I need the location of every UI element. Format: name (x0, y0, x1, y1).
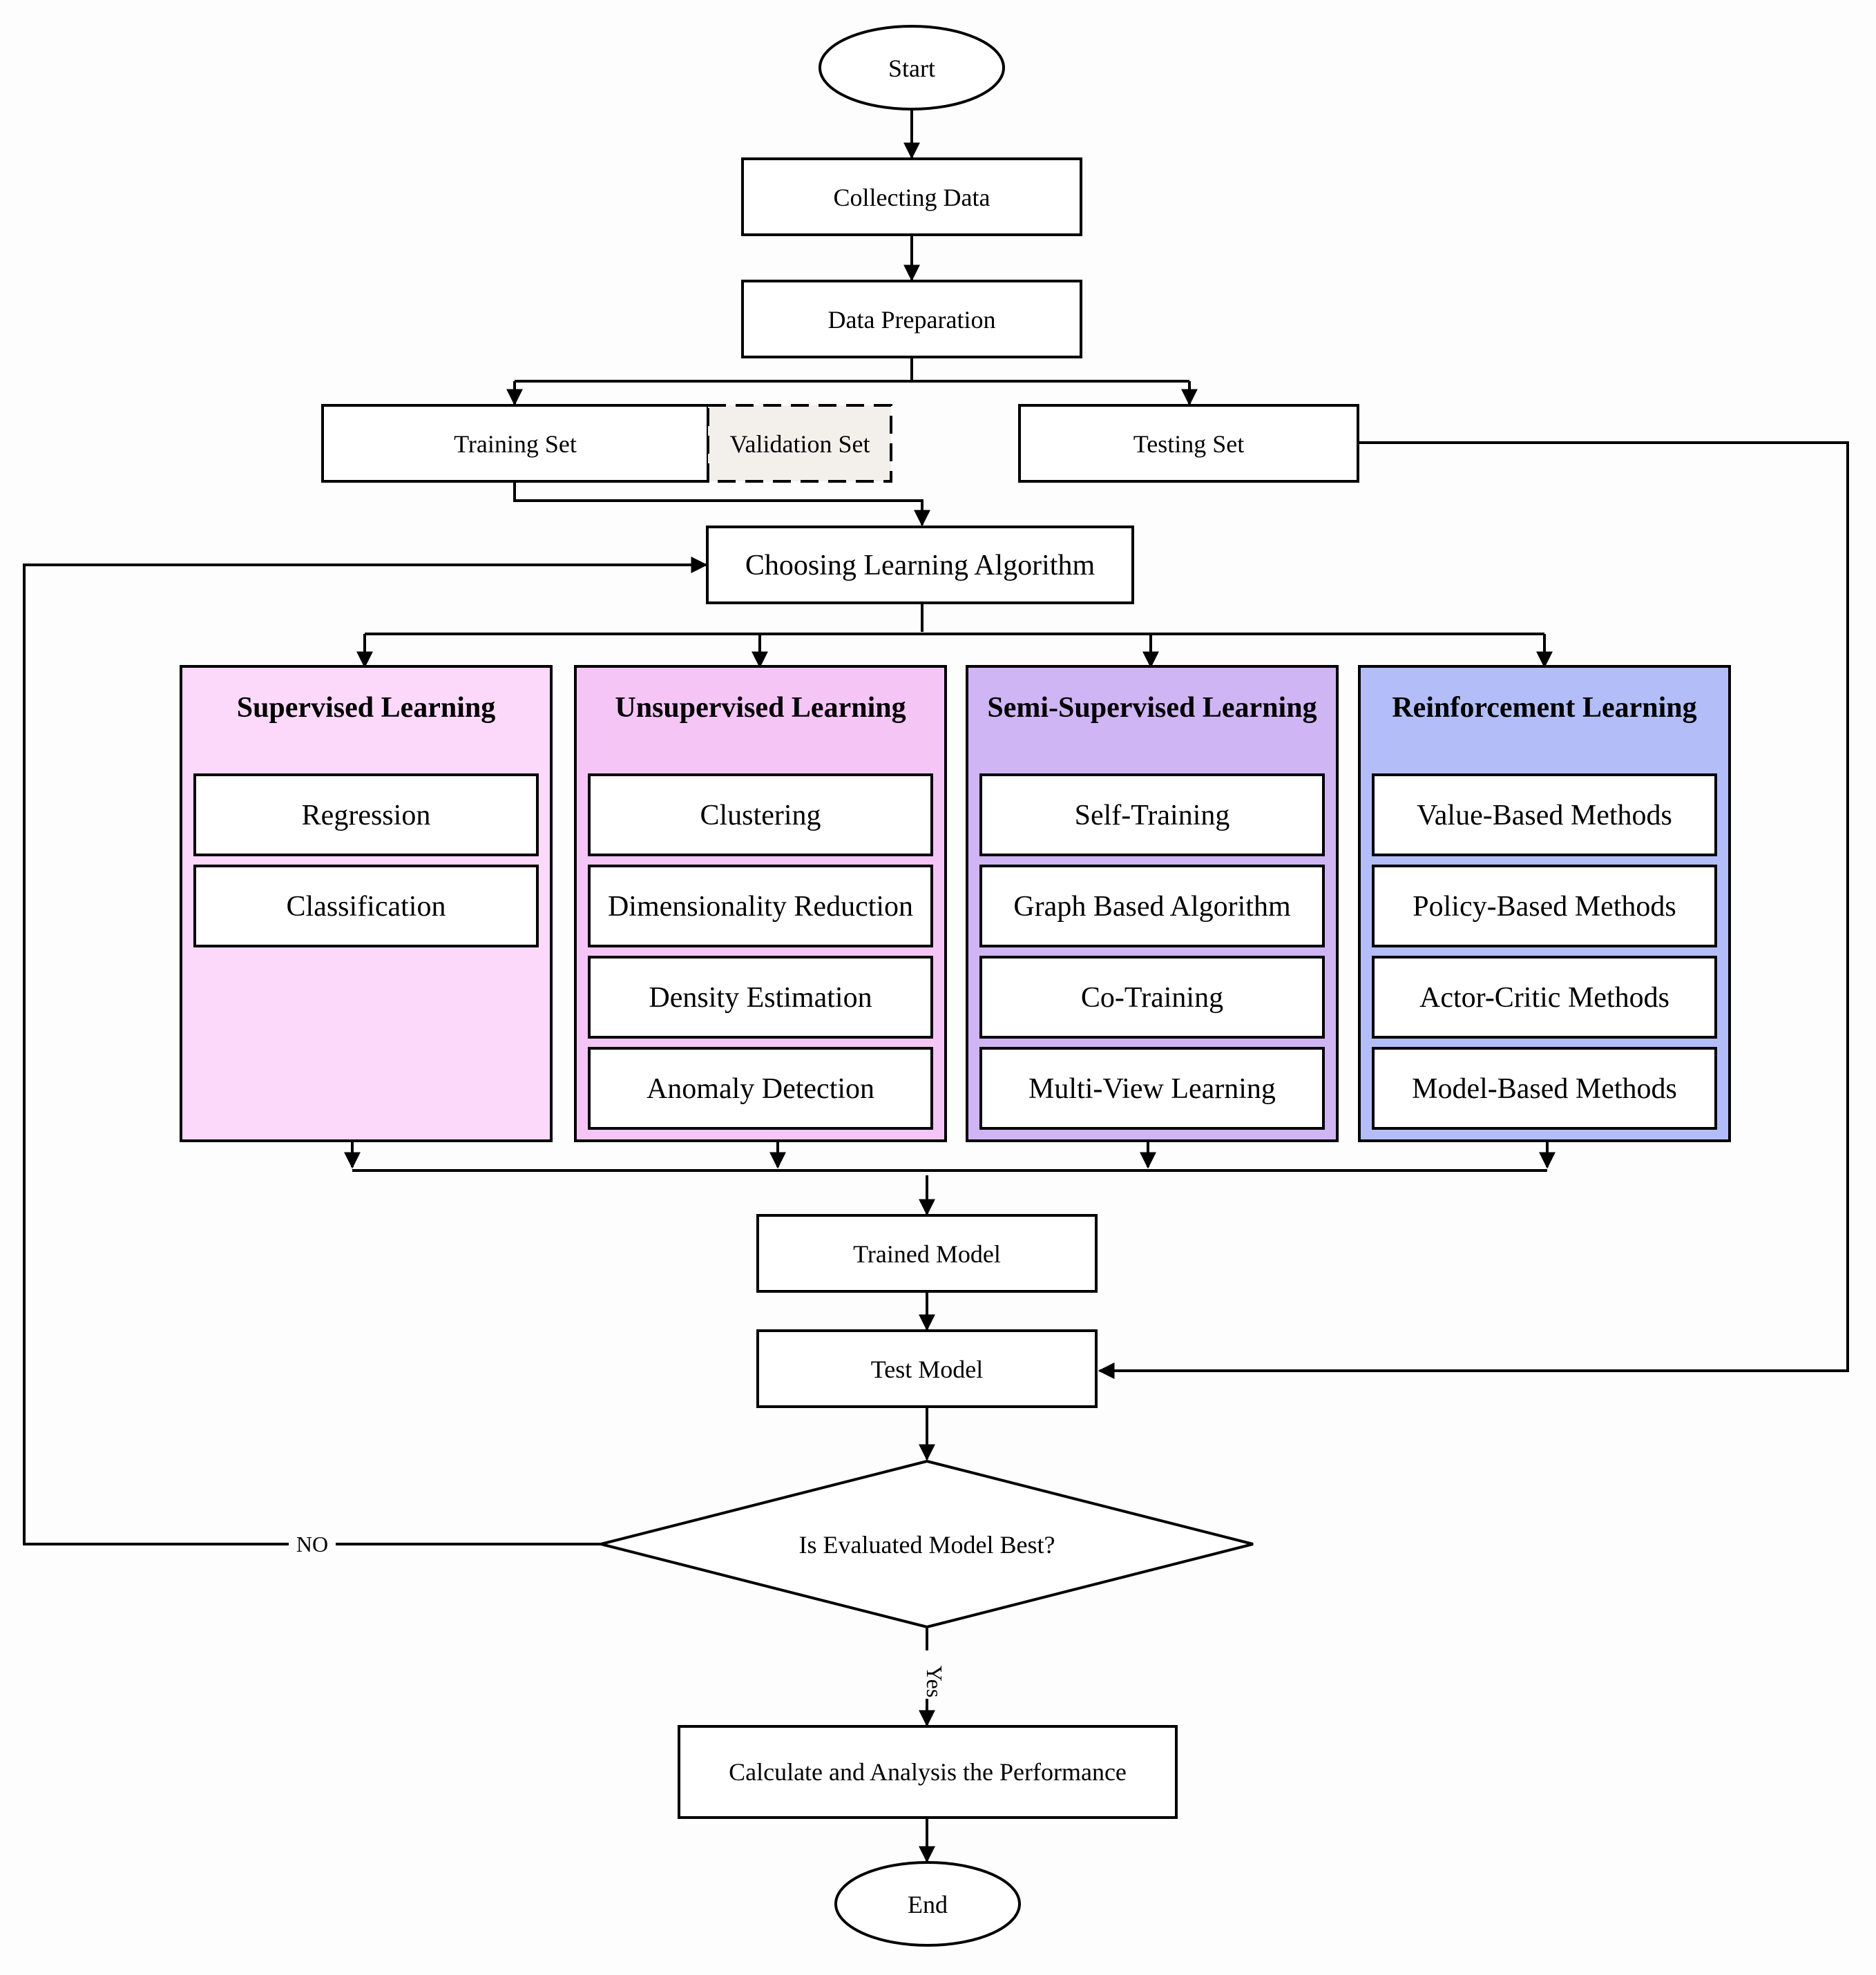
edge-label-yes: Yes (915, 1650, 947, 1699)
learning-groups: Supervised LearningRegressionClassificat… (180, 665, 1731, 1142)
svg-text:Training Set: Training Set (454, 430, 577, 458)
group-title: Unsupervised Learning (615, 692, 906, 724)
method-box (979, 956, 1325, 1039)
svg-text:Start: Start (888, 55, 935, 82)
method-box (193, 865, 539, 947)
method-box (1372, 773, 1717, 856)
svg-text:NO: NO (296, 1532, 328, 1557)
method-box (1372, 865, 1717, 947)
start-node: Start (819, 25, 1005, 110)
method-label: Clustering (700, 800, 821, 831)
learning-group-semi-supervised-learning: Semi-Supervised LearningSelf-TrainingGra… (966, 665, 1339, 1142)
decision-node: Is Evaluated Model Best? (600, 1459, 1254, 1629)
method-label: Dimensionality Reduction (608, 891, 913, 923)
collecting-data-node: Collecting Data (741, 157, 1082, 236)
calculate-performance-node: Calculate and Analysis the Performance (678, 1725, 1178, 1819)
data-preparation-node: Data Preparation (741, 280, 1082, 358)
method-box (1372, 956, 1717, 1039)
validation-set-node: Validation Set (707, 404, 892, 483)
group-title: Supervised Learning (237, 692, 496, 724)
method-label: Classification (287, 891, 446, 923)
method-box (588, 865, 933, 947)
method-box (588, 956, 933, 1039)
svg-text:Collecting Data: Collecting Data (834, 184, 990, 211)
method-box (979, 865, 1325, 947)
trained-model-node: Trained Model (756, 1214, 1098, 1293)
svg-text:Calculate and Analysis the Per: Calculate and Analysis the Performance (729, 1758, 1127, 1786)
method-label: Multi-View Learning (1028, 1073, 1276, 1105)
learning-group-unsupervised-learning: Unsupervised LearningClusteringDimension… (574, 665, 947, 1142)
end-node: End (834, 1861, 1021, 1947)
method-label: Actor-Critic Methods (1419, 982, 1669, 1014)
svg-text:Trained Model: Trained Model (853, 1240, 1001, 1268)
svg-text:Validation Set: Validation Set (730, 430, 870, 458)
svg-text:Yes: Yes (922, 1666, 947, 1698)
method-label: Self-Training (1075, 800, 1230, 831)
method-label: Model-Based Methods (1412, 1073, 1677, 1105)
method-box (979, 773, 1325, 856)
method-label: Density Estimation (649, 982, 872, 1014)
method-label: Anomaly Detection (647, 1073, 874, 1105)
training-set-node: Training Set (321, 404, 709, 483)
method-label: Value-Based Methods (1417, 800, 1672, 831)
test-model-node: Test Model (756, 1329, 1098, 1408)
method-label: Co-Training (1081, 982, 1223, 1014)
method-label: Policy-Based Methods (1413, 891, 1676, 923)
method-box (1372, 1047, 1717, 1130)
svg-text:Choosing Learning Algorithm: Choosing Learning Algorithm (745, 550, 1095, 581)
svg-text:Is Evaluated Model Best?: Is Evaluated Model Best? (799, 1531, 1055, 1559)
method-box (588, 1047, 933, 1130)
svg-text:Test Model: Test Model (871, 1356, 983, 1383)
choosing-algorithm-node: Choosing Learning Algorithm (706, 526, 1134, 604)
edge-label-no: NO (289, 1532, 336, 1557)
method-box (979, 1047, 1325, 1130)
svg-text:End: End (908, 1891, 948, 1918)
method-label: Graph Based Algorithm (1013, 891, 1291, 923)
method-label: Regression (302, 800, 431, 831)
group-title: Semi-Supervised Learning (987, 692, 1317, 724)
svg-text:Testing Set: Testing Set (1133, 430, 1244, 458)
method-box (588, 773, 933, 856)
method-box (193, 773, 539, 856)
testing-set-node: Testing Set (1018, 404, 1359, 483)
svg-text:Data Preparation: Data Preparation (828, 306, 996, 334)
learning-group-supervised-learning: Supervised LearningRegressionClassificat… (180, 665, 553, 1142)
group-title: Reinforcement Learning (1392, 692, 1696, 724)
connectors (23, 109, 1849, 1863)
